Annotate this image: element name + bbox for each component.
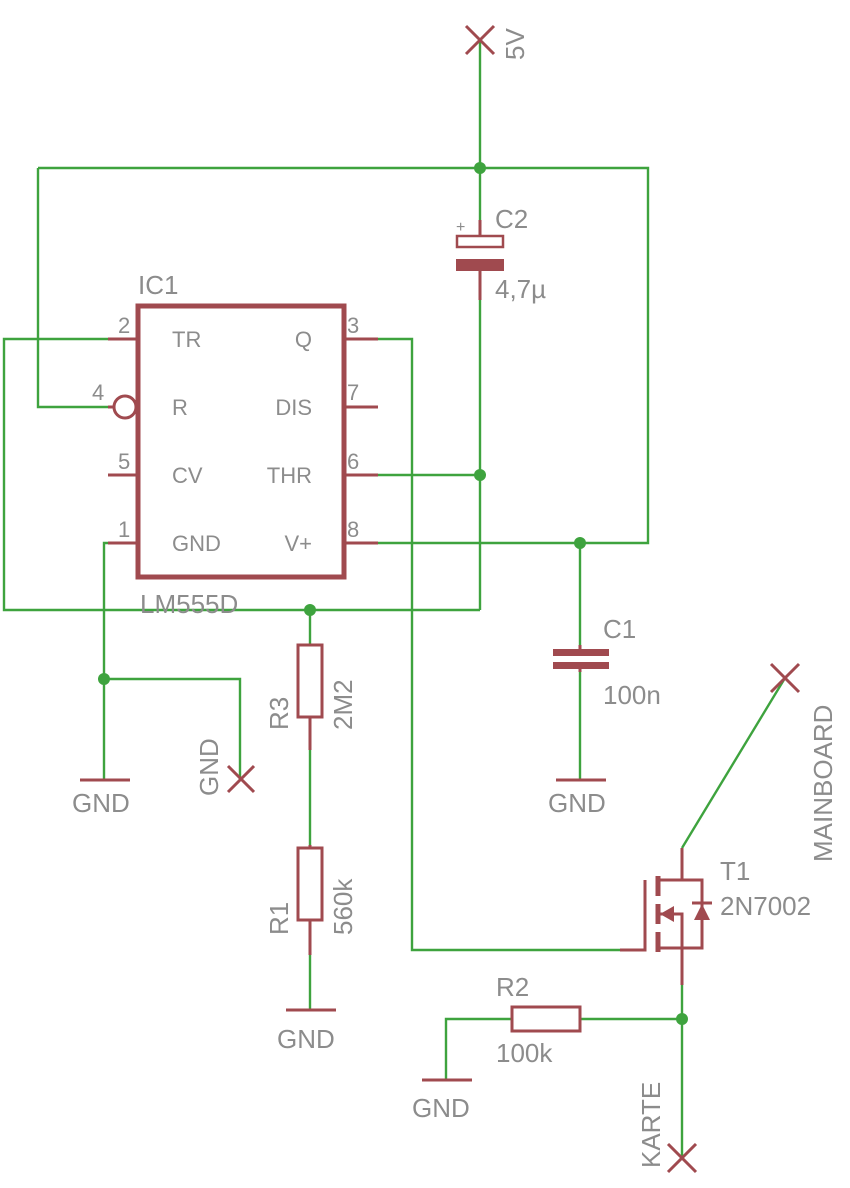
port-mainboard: MAINBOARD bbox=[769, 662, 838, 862]
pin-label-q: Q bbox=[295, 327, 312, 352]
t1-drain bbox=[658, 848, 684, 882]
c1-name: C1 bbox=[603, 614, 636, 644]
pin-number-cv: 5 bbox=[118, 449, 130, 474]
c2-value: 4,7µ bbox=[495, 274, 546, 304]
supply-5v: 5V bbox=[464, 24, 530, 60]
supply-5v-label: 5V bbox=[500, 28, 530, 60]
wire-tr-loop bbox=[2, 337, 480, 612]
pin-label-vplus: V+ bbox=[284, 531, 312, 556]
junction-dot bbox=[474, 469, 486, 481]
gnd-flag-label: GND bbox=[194, 738, 224, 796]
r3-body bbox=[296, 643, 324, 719]
t1-diode-icon bbox=[694, 904, 710, 920]
ic1-body bbox=[135, 303, 347, 580]
resistor-r2: R2 100k bbox=[496, 972, 582, 1068]
junction-dot bbox=[98, 673, 110, 685]
pin-number-tr: 2 bbox=[118, 313, 130, 338]
r2-name: R2 bbox=[496, 972, 529, 1002]
gnd-c1-label: GND bbox=[548, 788, 606, 818]
pin-number-thr: 6 bbox=[347, 449, 359, 474]
resistor-r1: R1 560k bbox=[264, 845, 358, 955]
cross-icon bbox=[666, 1142, 698, 1174]
r2-value: 100k bbox=[496, 1038, 553, 1068]
cross-icon bbox=[464, 24, 496, 56]
t1-source bbox=[658, 946, 684, 985]
pin-number-dis: 7 bbox=[347, 380, 359, 405]
ic1: IC1 LM555D 2 4 5 1 3 7 6 8 TR R CV GND Q… bbox=[92, 270, 378, 619]
karte-label: KARTE bbox=[636, 1082, 666, 1168]
junction-dot bbox=[676, 1013, 688, 1025]
capacitor-c1: C1 100n bbox=[553, 614, 661, 710]
junctions bbox=[98, 162, 688, 1025]
resistor-r3: R3 2M2 bbox=[264, 643, 358, 750]
wire-q-gate bbox=[378, 337, 620, 952]
t1-gate-lead bbox=[620, 880, 647, 952]
c1-plate-bottom bbox=[553, 662, 609, 669]
r3-value: 2M2 bbox=[328, 679, 358, 730]
c1-value: 100n bbox=[603, 680, 661, 710]
pin-lead bbox=[344, 337, 378, 545]
ic1-name: IC1 bbox=[138, 270, 178, 300]
r1-value: 560k bbox=[328, 878, 358, 935]
pin-number-r: 4 bbox=[92, 380, 104, 405]
pin-label-tr: TR bbox=[172, 327, 201, 352]
ic1-value: LM555D bbox=[140, 589, 238, 619]
junction-dot bbox=[304, 604, 316, 616]
inverting-bubble bbox=[112, 394, 138, 420]
mainboard-label: MAINBOARD bbox=[808, 705, 838, 862]
wire-mainboard bbox=[680, 677, 787, 849]
junction-dot bbox=[574, 537, 586, 549]
cross-icon bbox=[226, 764, 256, 794]
port-karte: KARTE bbox=[636, 1082, 698, 1174]
t1-name: T1 bbox=[720, 856, 750, 886]
gnd-r2-label: GND bbox=[412, 1093, 470, 1123]
r2-body bbox=[510, 1005, 582, 1033]
r3-name: R3 bbox=[264, 697, 294, 730]
pin-lead bbox=[108, 337, 138, 545]
junction-dot bbox=[474, 162, 486, 174]
pin-label-thr: THR bbox=[267, 463, 312, 488]
pin-label-gnd: GND bbox=[172, 531, 221, 556]
wire-gnd-flag bbox=[104, 677, 242, 780]
t1-value: 2N7002 bbox=[720, 891, 811, 921]
capacitor-c2: + C2 4,7µ bbox=[455, 204, 546, 304]
pin-label-dis: DIS bbox=[275, 395, 312, 420]
c2-negative-plate bbox=[456, 259, 504, 271]
ground-symbols: GND GND GND GND GND bbox=[72, 738, 606, 1123]
r1-body bbox=[296, 846, 324, 922]
wire-gnd-pin bbox=[102, 541, 108, 780]
c2-name: C2 bbox=[495, 204, 528, 234]
wire-reset bbox=[36, 168, 108, 409]
transistor-t1: T1 2N7002 bbox=[620, 848, 811, 985]
pin-number-q: 3 bbox=[347, 313, 359, 338]
r1-name: R1 bbox=[264, 902, 294, 935]
pin-label-r: R bbox=[172, 395, 188, 420]
wires bbox=[2, 40, 787, 1158]
pin-label-cv: CV bbox=[172, 463, 203, 488]
wire-top-rail bbox=[38, 166, 650, 545]
pin-number-vplus: 8 bbox=[347, 517, 359, 542]
cross-icon bbox=[769, 662, 801, 694]
t1-arrow-icon bbox=[660, 906, 674, 922]
wire-r2-left bbox=[444, 1017, 512, 1080]
pin-number-gnd: 1 bbox=[118, 517, 130, 542]
c1-plate-top bbox=[553, 649, 609, 656]
c2-polarity: + bbox=[456, 219, 465, 236]
gnd-r1-label: GND bbox=[277, 1024, 335, 1054]
gnd-ic-label: GND bbox=[72, 788, 130, 818]
c2-positive-plate bbox=[455, 234, 505, 249]
